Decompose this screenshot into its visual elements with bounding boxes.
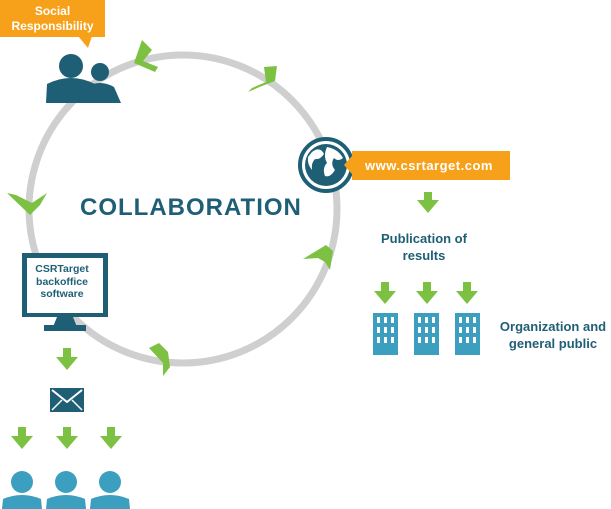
monitor-arrow: [56, 348, 78, 370]
envelope-arrows: [11, 427, 122, 449]
arrow-down-icon: [100, 427, 122, 449]
chevron-icon: [303, 245, 333, 270]
arrow-down-icon: [56, 348, 78, 370]
software-line-1: CSRTarget: [35, 263, 89, 275]
publication-label: Publication of results: [368, 230, 480, 264]
collaboration-label: COLLABORATION: [80, 194, 302, 221]
software-line-3: software: [40, 288, 84, 300]
publication-arrows: [374, 282, 478, 304]
building-icon: [414, 313, 439, 355]
envelope-icon: [50, 388, 84, 412]
social-line-2: Responsibility: [11, 19, 94, 33]
url-tag: www.csrtarget.com: [352, 151, 510, 180]
organization-line-2: general public: [508, 336, 598, 351]
arrow-down-icon: [456, 282, 478, 304]
building-icon: [455, 313, 480, 355]
social-responsibility-tag: Social Responsibility: [0, 0, 105, 37]
cycle-chevrons: [7, 40, 333, 376]
buildings: [373, 313, 480, 355]
arrow-down-icon: [11, 427, 33, 449]
person-icon: [2, 471, 42, 509]
software-line-2: backoffice: [36, 275, 88, 288]
arrow-down-icon: [374, 282, 396, 304]
arrow-down-icon: [56, 427, 78, 449]
arrow-down-icon: [416, 282, 438, 304]
chevron-icon: [248, 66, 277, 92]
building-icon: [373, 313, 398, 355]
url-arrow: [417, 192, 439, 213]
monitor-icon: [22, 253, 108, 331]
publication-line-1: Publication of: [381, 231, 467, 246]
person-icon: [90, 471, 130, 509]
arrow-down-icon: [417, 192, 439, 213]
social-line-1: Social: [34, 4, 71, 18]
chevron-icon: [7, 193, 47, 215]
people-icon: [46, 54, 121, 103]
publication-line-2: results: [402, 248, 446, 263]
organization-label: Organization and general public: [492, 318, 611, 352]
software-label: CSRTarget backoffice software: [30, 263, 94, 301]
recipients: [2, 471, 130, 509]
globe-icon: [298, 137, 354, 193]
chevron-icon: [149, 343, 170, 376]
chevron-icon: [134, 40, 158, 72]
person-icon: [46, 471, 86, 509]
organization-line-1: Organization and: [499, 319, 607, 334]
